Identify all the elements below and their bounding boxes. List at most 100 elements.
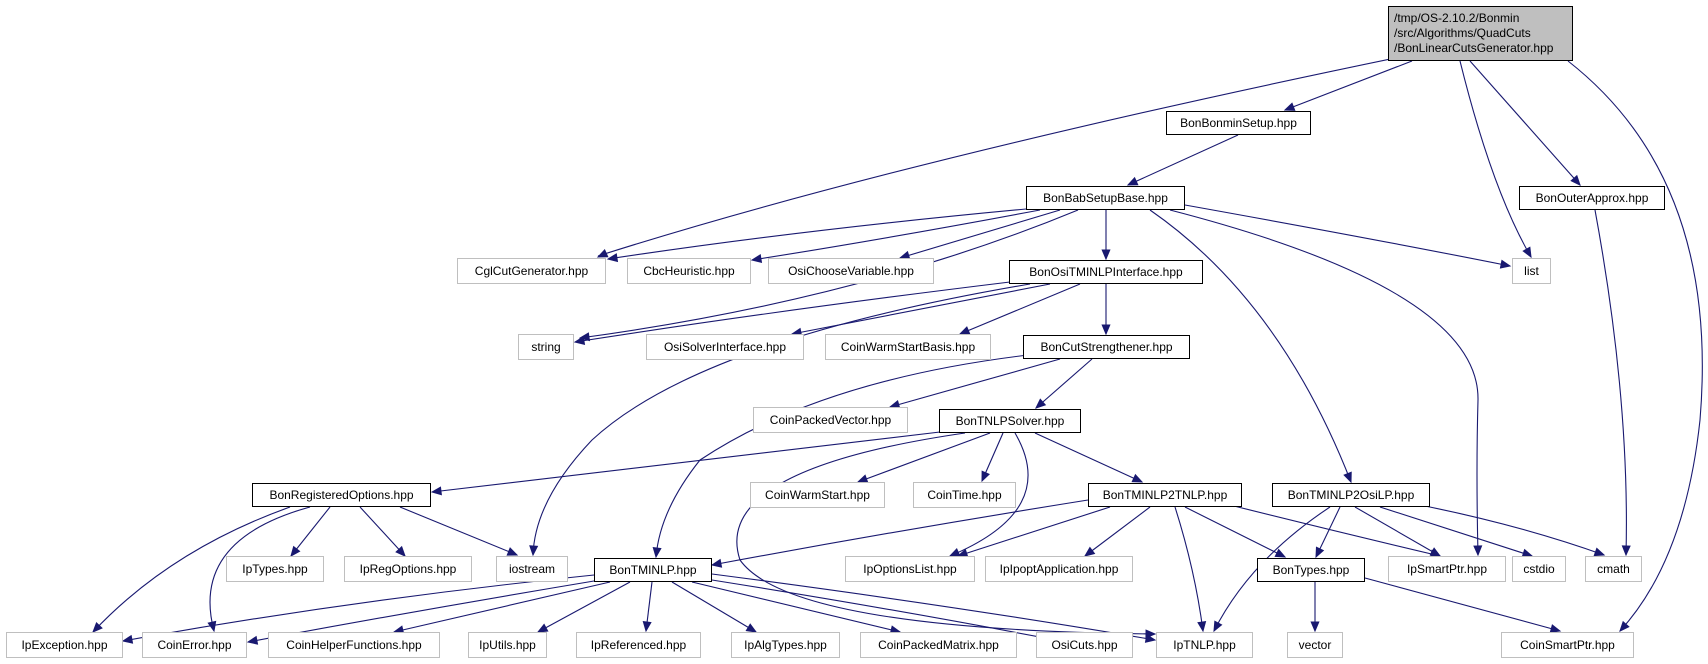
edge-tnlp-to-iptnlp (736, 432, 1156, 635)
edge-tminlp-to-ipexc (122, 574, 595, 642)
edge-bontypes-to-coinsmart (1364, 577, 1561, 632)
arrowhead-reg-to-iptypes (290, 545, 301, 558)
arrowhead-tminlp-to-iptnlp (1144, 633, 1157, 643)
arrowhead-bontypes-to-vector (1310, 621, 1320, 633)
node-vector: vector (1287, 632, 1343, 658)
arrowhead-bab-to-list (1499, 259, 1512, 269)
edge-t2tnlp-to-ipoptslist (957, 506, 1111, 557)
node-osisolverinterface: OsiSolverInterface.hpp (646, 334, 804, 360)
edge-t2tnlp-to-ipsmart (1229, 504, 1441, 557)
node-cglcutgenerator: CglCutGenerator.hpp (457, 258, 606, 284)
arrowhead-tminlp-to-ipexc (121, 634, 134, 644)
edge-cutstr-to-tminlp (655, 354, 1029, 558)
arrowhead-t2tnlp-to-tminlp (710, 558, 723, 568)
edge-bab-to-list (1184, 204, 1511, 267)
node-bontminlp2tnlp[interactable]: BonTMINLP2TNLP.hpp (1088, 483, 1242, 507)
node-bonregisteredoptions[interactable]: BonRegisteredOptions.hpp (252, 483, 431, 507)
edge-root-to-cglcut (597, 54, 1411, 257)
edge-tnlp-to-regopts (431, 431, 941, 493)
node-iostream: iostream (496, 556, 568, 582)
arrowhead-cutstr-to-tminlp (652, 547, 662, 559)
edge-tminlp-to-iptnlp (711, 573, 1156, 641)
edge-bab-to-cglcut (607, 208, 1027, 260)
node-bonbabsetupbase[interactable]: BonBabSetupBase.hpp (1026, 186, 1185, 210)
edge-tminlp-to-coinhelp (393, 581, 611, 633)
edge-bab-to-cbcheur (751, 209, 1041, 261)
edge-bab-to-ipsmart (1169, 209, 1479, 556)
edge-osi-to-string (574, 281, 1011, 343)
node-coinpackedvector: CoinPackedVector.hpp (753, 407, 908, 433)
edge-osi-to-osisolver (791, 283, 1051, 335)
arrowhead-bontypes-to-coinsmart (1549, 624, 1562, 633)
node-iptypes: IpTypes.hpp (226, 556, 324, 582)
edge-root-to-list (1459, 60, 1532, 258)
node-ipoptionslist: IpOptionsList.hpp (845, 556, 975, 582)
node-bontnlpsolver[interactable]: BonTNLPSolver.hpp (939, 409, 1081, 433)
node-ipipoptapplication: IpIpoptApplication.hpp (985, 556, 1133, 582)
arrowhead-bab-to-cbcheur (750, 254, 763, 264)
edge-tminlp-to-coinpm (691, 581, 901, 633)
arrowhead-osi-to-iostream (529, 545, 539, 557)
arrowhead-tnlp-to-ipoptslist (948, 548, 961, 557)
arrowhead-tminlp-to-ipref (642, 621, 652, 633)
edge-outer-to-cmath (1594, 209, 1627, 556)
node-bonbonminsetup[interactable]: BonBonminSetup.hpp (1166, 111, 1311, 135)
arrowhead-cutstr-to-tnlpsolver (1035, 398, 1047, 409)
node-bontminlp2osilp[interactable]: BonTMINLP2OsiLP.hpp (1272, 483, 1430, 507)
node-bontminlp[interactable]: BonTMINLP.hpp (594, 558, 712, 582)
edge-root-to-bonminsetup (1284, 60, 1413, 111)
node-list: list (1512, 258, 1551, 284)
node-cbcheuristic: CbcHeuristic.hpp (627, 258, 751, 284)
root-path-line-3: /BonLinearCutsGenerator.hpp (1394, 41, 1554, 55)
arrowhead-t2tnlp-to-bontypes (1274, 548, 1287, 558)
edge-reg-to-coinerr (209, 506, 311, 632)
edge-t2tnlp-to-bontypes (1184, 506, 1286, 558)
arrowhead-outer-to-cmath (1621, 545, 1631, 557)
arrowhead-root-to-outerapprox (1570, 174, 1581, 186)
node-bonouterapprox[interactable]: BonOuterApprox.hpp (1519, 186, 1665, 210)
arrowhead-setup-to-bab (1126, 176, 1139, 186)
arrowhead-tminlp-to-coinerr (246, 635, 259, 645)
arrowhead-bab-to-t2osilp (1343, 471, 1352, 484)
edge-root-to-coinsmartptr (1567, 60, 1703, 632)
edge-reg-to-ipregopts (359, 506, 406, 557)
root-path-line-1: /tmp/OS-2.10.2/Bonmin (1394, 11, 1520, 25)
arrowhead-tnlp-to-regopts (430, 486, 442, 496)
node-iputils: IpUtils.hpp (468, 632, 547, 658)
node-boncutstrengthener[interactable]: BonCutStrengthener.hpp (1023, 335, 1190, 359)
arrowhead-tminlp-to-iputils (536, 623, 549, 633)
arrowhead-bab-to-ipsmart (1473, 545, 1483, 557)
arrowhead-root-to-coinsmartptr (1619, 620, 1630, 632)
node-bontypes[interactable]: BonTypes.hpp (1257, 558, 1365, 582)
edge-osilp-to-cmath (1419, 504, 1605, 556)
edge-reg-to-iptypes (290, 506, 331, 557)
node-osicuts: OsiCuts.hpp (1036, 632, 1133, 658)
arrowhead-reg-to-ipexc (92, 621, 103, 633)
node-bonositminlpinterface[interactable]: BonOsiTMINLPInterface.hpp (1009, 260, 1203, 284)
edge-reg-to-iostream (399, 506, 518, 556)
arrowhead-osilp-to-bontypes (1315, 546, 1325, 559)
edge-osi-to-iostream (532, 283, 1031, 556)
edge-t2tnlp-to-ipoptapp (1084, 506, 1151, 557)
edge-tminlp-to-osicuts (711, 579, 1051, 640)
edge-root-to-outerapprox (1469, 60, 1581, 186)
node-coinwarmstartbasis: CoinWarmStartBasis.hpp (825, 334, 991, 360)
node-ipalgtypes: IpAlgTypes.hpp (731, 632, 840, 658)
edge-tminlp-to-iputils (537, 581, 631, 633)
arrowhead-root-to-list (1522, 246, 1532, 259)
edge-bab-to-string (579, 209, 1079, 339)
node-coinpackedmatrix: CoinPackedMatrix.hpp (860, 632, 1017, 658)
node-coinhelperfunctions: CoinHelperFunctions.hpp (268, 632, 440, 658)
node-root-file: /tmp/OS-2.10.2/Bonmin /src/Algorithms/Qu… (1388, 6, 1573, 61)
node-osichoosevariable: OsiChooseVariable.hpp (768, 258, 934, 284)
edge-t2tnlp-to-iptnlp (1174, 506, 1204, 632)
node-coinerror: CoinError.hpp (142, 632, 247, 658)
edge-reg-to-ipexc (92, 506, 291, 633)
node-ipreferenced: IpReferenced.hpp (576, 632, 701, 658)
node-coinsmartptr: CoinSmartPtr.hpp (1501, 632, 1634, 658)
root-path-line-2: /src/Algorithms/QuadCuts (1394, 26, 1531, 40)
node-string: string (518, 334, 574, 360)
arrowhead-t2tnlp-to-iptnlp (1197, 620, 1207, 633)
arrowhead-bab-to-ositminlp (1101, 249, 1111, 261)
